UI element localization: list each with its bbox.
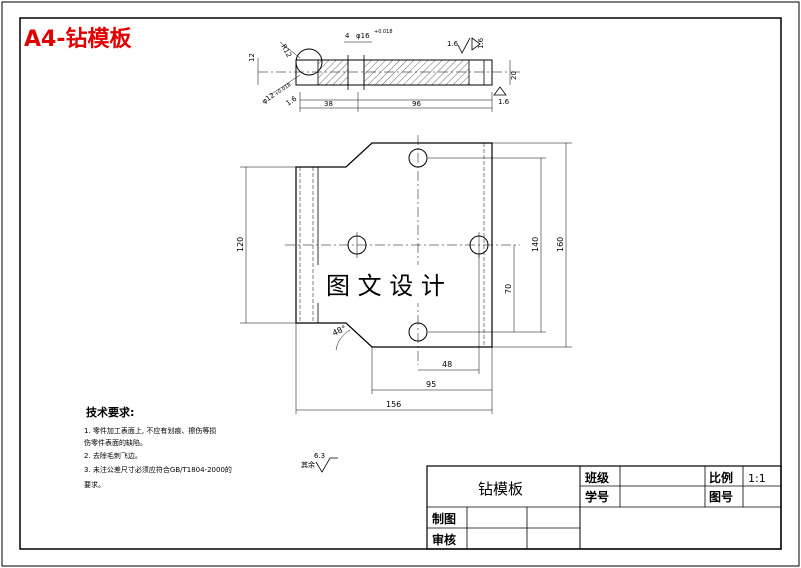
title-block: 钻模板 班级 学号 比例 1:1 图号 制图 审核 [426, 465, 782, 550]
dim-w48: 48 [442, 360, 452, 369]
boss-circle [295, 48, 323, 76]
dim-w4: 4 [345, 32, 350, 40]
title-stamp: A4-钻模板 [24, 26, 132, 52]
drawing-no-label: 图号 [709, 489, 733, 504]
dim-w95: 95 [426, 380, 436, 389]
student-id-label: 学号 [585, 489, 609, 504]
roughness-prefix: 其余 [301, 460, 315, 469]
plan-view: 120 140 160 70 48° 48 95 156 [236, 135, 572, 414]
review-label: 审核 [432, 532, 456, 547]
inner-frame [19, 17, 782, 550]
leader-line [279, 41, 301, 59]
roughness-note: 其余 6.3 [301, 452, 338, 473]
dim-tol12: +0.018 [274, 82, 293, 98]
roughness-symbol [471, 37, 481, 51]
angle-arc [335, 329, 351, 351]
dim-h12: 12 [248, 53, 256, 62]
roughness-symbol [493, 86, 507, 96]
rough-c: 1.6 [498, 98, 510, 106]
dim-tol16: +0.018 [374, 29, 393, 35]
note-line: 3. 未注公差尺寸必须应符合GB/T1804-2000的 [84, 465, 232, 474]
roughness-symbol [457, 37, 471, 54]
scale-value: 1:1 [748, 472, 766, 485]
dim-h160: 160 [556, 237, 565, 252]
note-line: 2. 去除毛刺飞边。 [84, 451, 142, 460]
rough-b: 1.6 [477, 37, 485, 49]
watermark-bg [316, 265, 476, 303]
dim-hole16: φ16 [356, 32, 370, 40]
note-line: 要求。 [84, 480, 105, 489]
scale-label: 比例 [709, 470, 733, 485]
roughness-value: 6.3 [314, 452, 325, 460]
dim-angle48: 48° [331, 324, 348, 338]
dim-h140: 140 [531, 237, 540, 252]
dim-w38: 38 [324, 100, 333, 108]
drawn-label: 制图 [432, 511, 456, 526]
watermark-text: 图 文 设 计 [326, 272, 445, 300]
roughness-symbol [315, 457, 338, 473]
leader-line [269, 74, 301, 96]
note-line: 伤零件表面的缺陷。 [84, 438, 147, 447]
hatch-left [317, 59, 349, 86]
note-line: 1. 零件加工表面上, 不应有划痕、擦伤等损 [84, 426, 216, 435]
dim-h20: 20 [510, 71, 518, 80]
hatch-right [363, 59, 470, 86]
dim-h70: 70 [504, 284, 513, 294]
rough-a: 1.6 [447, 40, 459, 48]
part-name: 钻模板 [478, 480, 523, 498]
top-section-view: R12 12 4 φ16 +0.018 1.6 1.6 20 38 96 1.6… [248, 29, 520, 112]
class-label: 班级 [585, 470, 609, 485]
dim-w96: 96 [412, 100, 421, 108]
technical-notes: 技术要求: 1. 零件加工表面上, 不应有划痕、擦伤等损 伤零件表面的缺陷。 2… [84, 405, 232, 489]
dim-r12: R12 [279, 43, 293, 59]
dim-h120: 120 [236, 237, 245, 252]
notes-heading: 技术要求: [86, 405, 134, 419]
rough-d: 1.6 [285, 94, 299, 107]
title-block-frame [426, 465, 782, 550]
dim-w156: 156 [386, 400, 401, 409]
